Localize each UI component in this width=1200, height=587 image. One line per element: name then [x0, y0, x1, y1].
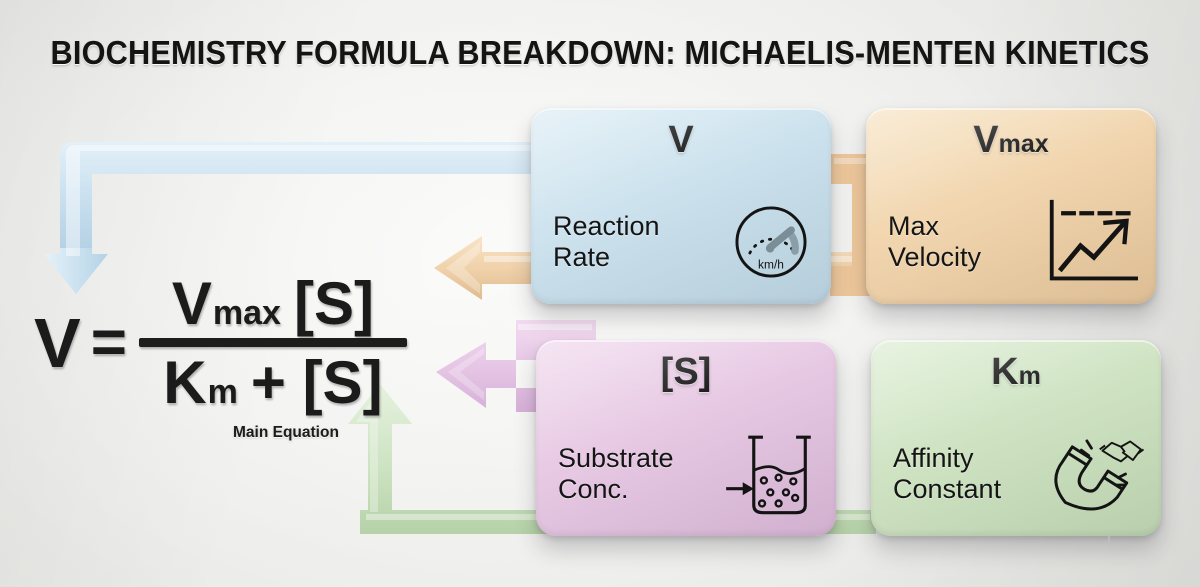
infographic-canvas: V Reaction Rate km/h Vm	[0, 0, 1200, 587]
front-arrowheads-layer	[0, 0, 1200, 587]
